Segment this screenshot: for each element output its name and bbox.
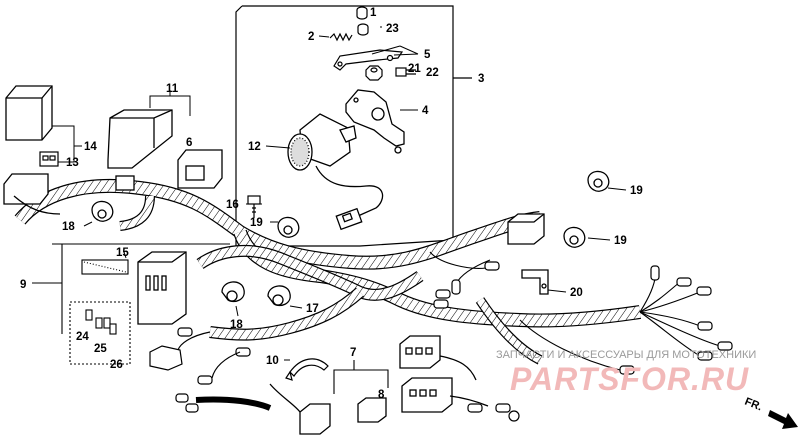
callout-18-left: 18 xyxy=(62,221,75,233)
leader-lines-14 xyxy=(52,125,82,163)
callout-21: 21 xyxy=(408,63,421,75)
connector-block-lower xyxy=(399,335,489,413)
callout-9: 9 xyxy=(20,279,26,291)
callout-6: 6 xyxy=(186,137,192,149)
front-direction-indicator: FR. xyxy=(743,396,798,429)
callout-19-upper-right: 19 xyxy=(630,185,643,197)
callout-16: 16 xyxy=(226,199,239,211)
callout-10: 10 xyxy=(266,355,279,367)
cap-part xyxy=(356,6,369,36)
turn-signal-relay-part xyxy=(5,85,53,141)
relay-8-part xyxy=(195,383,387,435)
terminal-ends xyxy=(175,261,733,422)
callout-5: 5 xyxy=(424,49,431,61)
callout-22: 22 xyxy=(426,67,439,79)
bracket-part xyxy=(333,49,404,71)
callout-leaders xyxy=(83,187,627,361)
callout-18-lower: 18 xyxy=(230,319,243,331)
leader-lines-11-6 xyxy=(149,90,191,116)
bolt-part xyxy=(395,67,416,77)
callout-26: 26 xyxy=(110,359,123,371)
callout-19-left: 19 xyxy=(250,217,263,229)
leader-lines-7-8 xyxy=(333,360,389,394)
main-wiring-harness xyxy=(14,178,642,365)
wire-lead-left xyxy=(149,331,241,379)
sponge-15-part xyxy=(81,259,129,275)
bracket-20-part xyxy=(521,269,549,295)
frame-group-9 xyxy=(32,243,230,334)
bolt-16-part xyxy=(247,195,261,218)
nut-part xyxy=(365,65,383,81)
connector-13-part xyxy=(39,151,59,167)
clamp-19-parts xyxy=(91,170,610,307)
front-arrow-icon xyxy=(768,410,798,429)
front-direction-label: FR. xyxy=(743,396,764,414)
callout-23: 23 xyxy=(386,23,399,35)
connector-left-lower xyxy=(3,173,135,215)
callout-4: 4 xyxy=(422,105,429,117)
leader-lines-5 xyxy=(371,45,419,56)
callout-25: 25 xyxy=(94,343,107,355)
spring-part xyxy=(329,32,353,42)
fuse-block-part xyxy=(137,251,187,325)
callout-3: 3 xyxy=(478,73,484,85)
callout-14: 14 xyxy=(84,141,97,153)
fuse-parts-24-26 xyxy=(69,301,131,365)
callout-17: 17 xyxy=(306,303,319,315)
callout-1: 1 xyxy=(370,7,377,19)
callout-15: 15 xyxy=(116,247,129,259)
relay-6-part xyxy=(177,149,223,189)
callout-8: 8 xyxy=(378,389,385,401)
callout-2: 2 xyxy=(308,31,314,43)
callout-19-right: 19 xyxy=(614,235,627,247)
starter-relay-group-frame xyxy=(235,5,472,247)
watermark-logo: PARTSFOR.RU xyxy=(510,361,749,397)
callout-24: 24 xyxy=(76,331,89,343)
callout-7: 7 xyxy=(350,347,356,359)
cable-tie-10-part xyxy=(285,358,329,381)
watermark-text: ЗАПЧАСТИ И АКСЕССУАРЫ ДЛЯ МОТОТЕХНИКИ xyxy=(496,349,756,361)
callout-20: 20 xyxy=(570,287,583,299)
callout-13: 13 xyxy=(66,157,79,169)
callout-12: 12 xyxy=(248,141,261,153)
starter-relay-part xyxy=(287,113,384,231)
harness-connector-right xyxy=(507,213,545,245)
callout-11: 11 xyxy=(166,83,179,95)
fuse-box-part xyxy=(107,109,173,169)
callout-labels: 1 2 23 5 21 22 3 4 11 6 12 14 13 16 19 1… xyxy=(20,7,643,401)
relay-bracket-part xyxy=(345,89,405,154)
